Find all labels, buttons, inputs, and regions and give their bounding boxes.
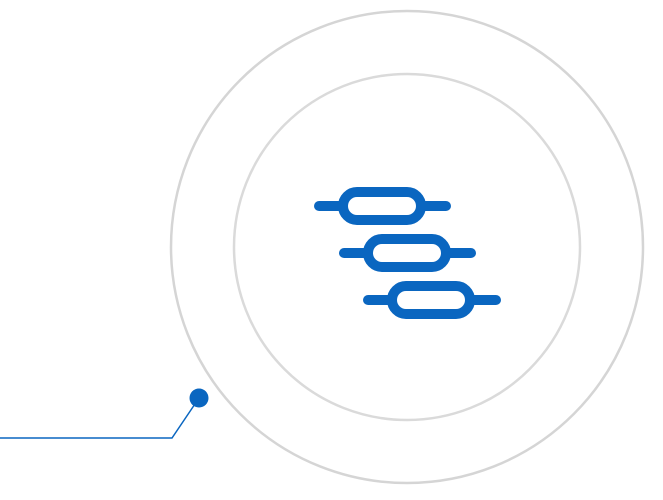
timeline-bar-2 xyxy=(339,234,476,272)
timeline-bar-1 xyxy=(314,187,451,225)
outer-ring xyxy=(169,9,645,485)
timeline-bar-3 xyxy=(363,281,501,319)
gantt-timeline-icon xyxy=(314,187,501,319)
connector-dot xyxy=(189,388,209,408)
inner-ring xyxy=(232,72,582,422)
connector-line xyxy=(0,397,200,439)
